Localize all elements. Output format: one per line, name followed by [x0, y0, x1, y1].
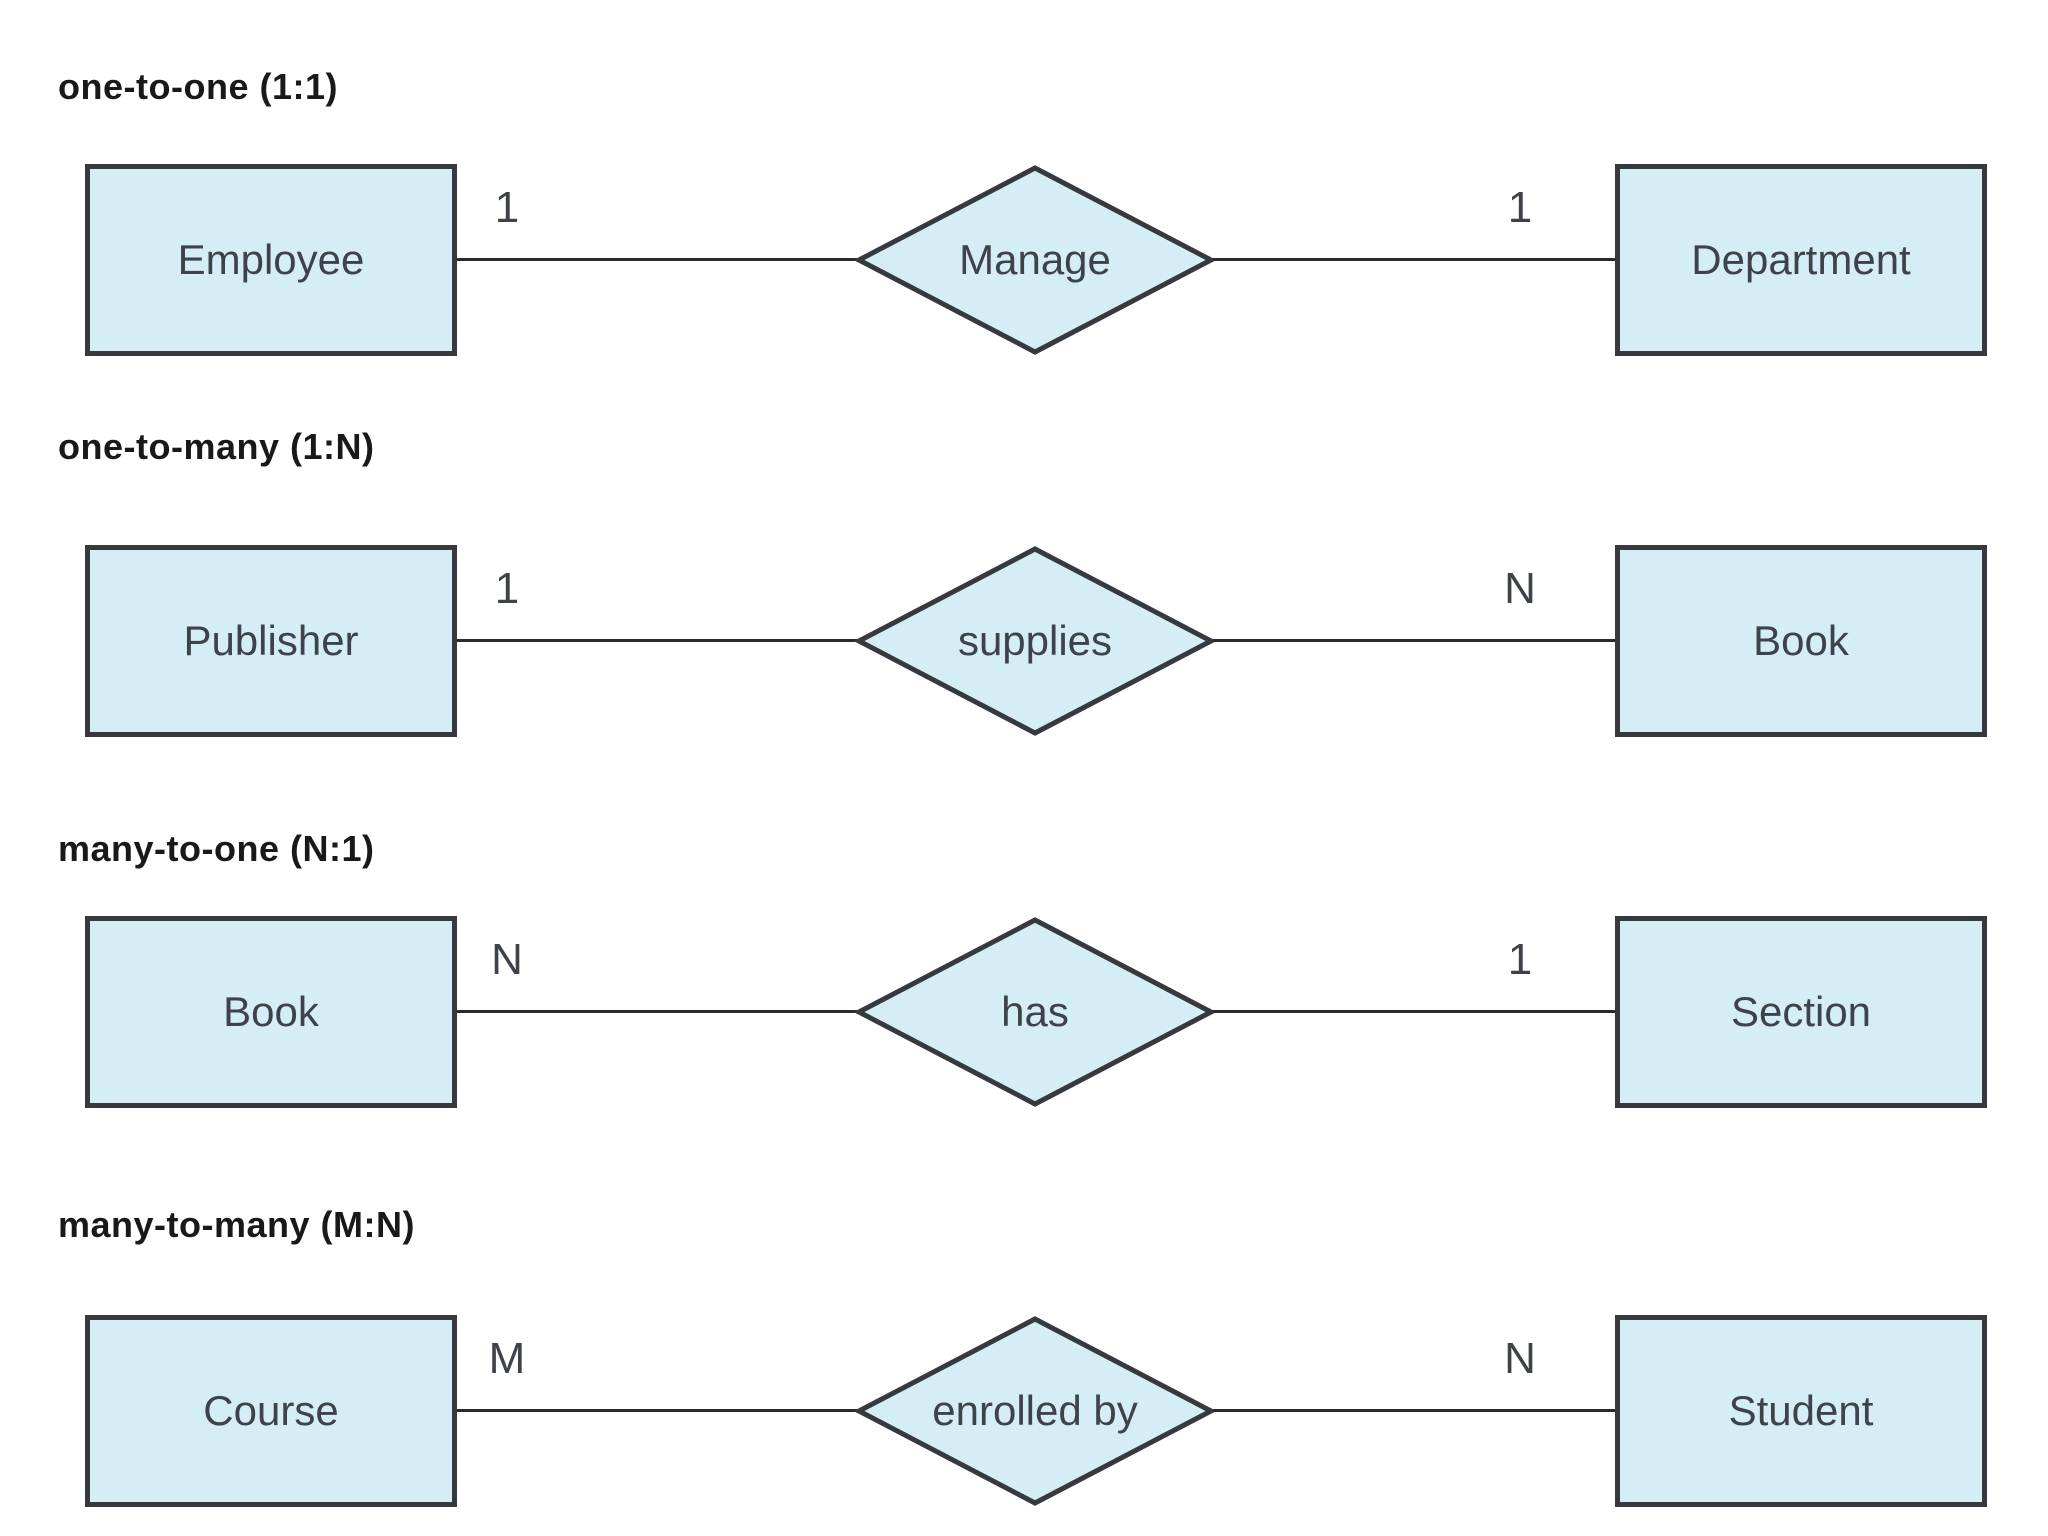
entity-box-right: Book: [1615, 545, 1987, 737]
diamond-shape-icon: [855, 917, 1215, 1107]
cardinality-label-left: M: [488, 1334, 526, 1383]
er-row: Course M enrolled by N Student: [0, 1315, 2048, 1507]
connector-line-right: [1213, 639, 1615, 642]
connector-line-left: [457, 1010, 857, 1013]
entity-box-right: Student: [1615, 1315, 1987, 1507]
cardinality-label-left: 1: [494, 183, 520, 232]
cardinality-label-left: 1: [494, 564, 520, 613]
section-heading: many-to-many (M:N): [58, 1204, 415, 1245]
entity-box-left: Publisher: [85, 545, 457, 737]
entity-box-right: Department: [1615, 164, 1987, 356]
entity-box-right: Section: [1615, 916, 1987, 1108]
section-heading: many-to-one (N:1): [58, 828, 375, 869]
entity-box-left: Book: [85, 916, 457, 1108]
section-heading: one-to-one (1:1): [58, 66, 338, 107]
connector-line-right: [1213, 258, 1615, 261]
cardinality-label-right: N: [1504, 1334, 1536, 1383]
relationship-diamond: enrolled by: [855, 1315, 1215, 1507]
relationship-diamond: has: [855, 916, 1215, 1108]
connector-line-right: [1213, 1409, 1615, 1412]
er-row: Publisher 1 supplies N Book: [0, 545, 2048, 737]
connector-line-left: [457, 258, 857, 261]
entity-box-left: Course: [85, 1315, 457, 1507]
connector-line-left: [457, 1409, 857, 1412]
connector-line-left: [457, 639, 857, 642]
cardinality-label-right: 1: [1507, 183, 1533, 232]
relationship-diamond: supplies: [855, 545, 1215, 737]
relationship-diamond: Manage: [855, 164, 1215, 356]
cardinality-label-left: N: [491, 935, 523, 984]
cardinality-label-right: 1: [1507, 935, 1533, 984]
er-row: Employee 1 Manage 1 Department: [0, 164, 2048, 356]
entity-box-left: Employee: [85, 164, 457, 356]
diamond-shape-icon: [855, 1316, 1215, 1506]
er-row: Book N has 1 Section: [0, 916, 2048, 1108]
cardinality-label-right: N: [1504, 564, 1536, 613]
diamond-shape-icon: [855, 165, 1215, 355]
relationship-name: has: [1001, 988, 1069, 1035]
relationship-name: enrolled by: [932, 1387, 1138, 1434]
diamond-shape-icon: [855, 546, 1215, 736]
relationship-name: supplies: [957, 617, 1113, 664]
connector-line-right: [1213, 1010, 1615, 1013]
section-heading: one-to-many (1:N): [58, 426, 375, 467]
relationship-name: Manage: [959, 236, 1111, 283]
